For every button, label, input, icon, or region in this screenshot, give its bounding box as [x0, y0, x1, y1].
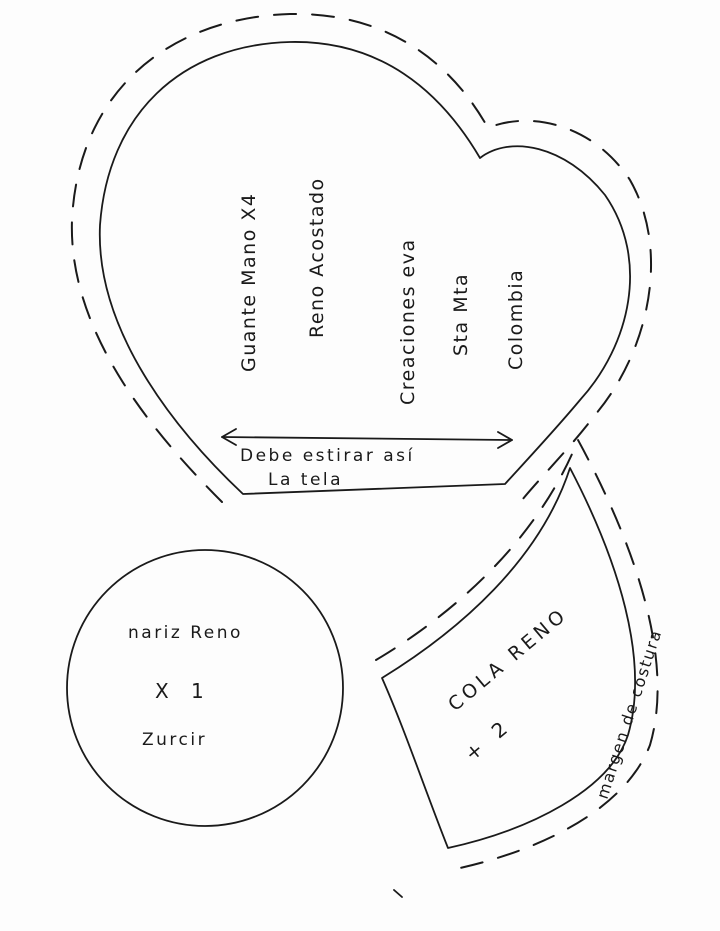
mitten-seam-line [70, 12, 653, 503]
nose-label-title: nariz Reno [128, 623, 243, 643]
grain-arrow [221, 428, 513, 449]
tail-seam-line [375, 437, 659, 869]
mitten-label-brand: Creaciones eva [397, 238, 419, 405]
tail-label-title: COLA RENO [444, 603, 572, 715]
grain-note-line-2: La tela [268, 470, 343, 490]
tail-piece: COLA RENO + 2 margen de costura [375, 437, 666, 869]
nose-piece: nariz Reno X 1 Zurcir [66, 549, 344, 827]
nose-label-instruction: Zurcir [142, 730, 207, 750]
mitten-label-country: Colombia [505, 269, 527, 370]
nose-label-quantity: X 1 [155, 679, 212, 703]
nose-cut-line [66, 549, 344, 827]
grain-note-line-1: Debe estirar así [240, 446, 415, 466]
seam-allowance-note: margen de costura [593, 627, 666, 801]
mitten-piece: Debe estirar así La tela Guante Mano X4 … [70, 12, 653, 503]
mitten-label-title: Guante Mano X4 [238, 193, 260, 372]
tail-label-quantity: + 2 [460, 713, 517, 766]
stray-mark [393, 889, 403, 898]
mitten-cut-line [99, 41, 631, 495]
mitten-label-subtitle: Reno Acostado [306, 177, 328, 338]
mitten-label-city: Sta Mta [450, 273, 472, 356]
tail-cut-line [381, 467, 636, 849]
